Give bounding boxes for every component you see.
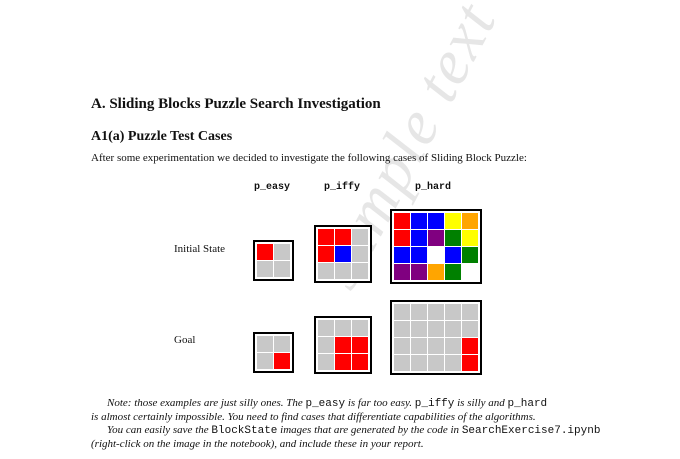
subsection-heading: A1(a) Puzzle Test Cases xyxy=(91,129,233,144)
puzzle-cell xyxy=(318,229,334,245)
puzzle-cell xyxy=(411,213,427,229)
puzzle-cell xyxy=(411,264,427,280)
puzzle-cell xyxy=(445,321,461,337)
note-line-3: You can easily save the BlockState image… xyxy=(107,424,601,437)
puzzle-cell xyxy=(318,354,334,370)
puzzle-cell xyxy=(394,304,410,320)
puzzle-cell xyxy=(428,355,444,371)
puzzle-cell xyxy=(428,264,444,280)
puzzle-cell xyxy=(411,304,427,320)
puzzle-hard-initial xyxy=(390,209,482,284)
puzzle-cell xyxy=(274,244,290,260)
puzzle-cell xyxy=(318,246,334,262)
puzzle-cell xyxy=(428,230,444,246)
puzzle-cell xyxy=(335,354,351,370)
puzzle-cell xyxy=(394,213,410,229)
puzzle-iffy-initial xyxy=(314,225,372,283)
puzzle-cell xyxy=(411,338,427,354)
intro-text: After some experimentation we decided to… xyxy=(91,152,527,164)
puzzle-cell xyxy=(394,247,410,263)
puzzle-cell xyxy=(411,321,427,337)
puzzle-cell xyxy=(352,229,368,245)
column-label-hard: p_hard xyxy=(414,182,451,193)
code-blockstate: BlockState xyxy=(211,425,278,437)
puzzle-easy-initial xyxy=(253,240,294,281)
puzzle-cell xyxy=(335,246,351,262)
puzzle-cell xyxy=(462,338,478,354)
puzzle-cell xyxy=(445,264,461,280)
puzzle-cell xyxy=(257,244,273,260)
puzzle-cell xyxy=(445,304,461,320)
puzzle-cell xyxy=(335,337,351,353)
puzzle-cell xyxy=(352,246,368,262)
puzzle-cell xyxy=(445,355,461,371)
puzzle-cell xyxy=(394,321,410,337)
puzzle-cell xyxy=(274,336,290,352)
puzzle-cell xyxy=(445,338,461,354)
puzzle-cell xyxy=(445,247,461,263)
column-label-easy: p_easy xyxy=(253,182,290,193)
puzzle-cell xyxy=(394,264,410,280)
puzzle-cell xyxy=(462,355,478,371)
puzzle-cell xyxy=(411,230,427,246)
puzzle-cell xyxy=(274,353,290,369)
puzzle-cell xyxy=(462,321,478,337)
code-p-iffy: p_iffy xyxy=(414,398,455,410)
puzzle-cell xyxy=(462,213,478,229)
puzzle-cell xyxy=(394,230,410,246)
puzzle-cell xyxy=(352,320,368,336)
puzzle-cell xyxy=(318,263,334,279)
code-p-hard: p_hard xyxy=(507,398,548,410)
puzzle-cell xyxy=(257,353,273,369)
puzzle-cell xyxy=(352,263,368,279)
note-line-2: is almost certainly impossible. You need… xyxy=(91,411,536,423)
puzzle-cell xyxy=(411,247,427,263)
puzzle-cell xyxy=(445,213,461,229)
puzzle-cell xyxy=(411,355,427,371)
puzzle-cell xyxy=(274,261,290,277)
puzzle-cell xyxy=(428,321,444,337)
puzzle-cell xyxy=(462,247,478,263)
section-heading: A. Sliding Blocks Puzzle Search Investig… xyxy=(91,96,381,112)
note-line-1: Note: those examples are just silly ones… xyxy=(107,397,548,410)
puzzle-cell xyxy=(257,261,273,277)
puzzle-cell xyxy=(318,320,334,336)
puzzle-cell xyxy=(318,337,334,353)
column-label-iffy: p_iffy xyxy=(323,182,360,193)
puzzle-cell xyxy=(257,336,273,352)
note-line-4: (right-click on the image in the noteboo… xyxy=(91,438,424,450)
puzzle-iffy-goal xyxy=(314,316,372,374)
puzzle-cell xyxy=(428,338,444,354)
row-label-initial: Initial State xyxy=(174,243,226,255)
puzzle-hard-goal xyxy=(390,300,482,375)
puzzle-cell xyxy=(352,337,368,353)
puzzle-cell xyxy=(462,230,478,246)
puzzle-cell xyxy=(352,354,368,370)
puzzle-cell xyxy=(428,247,444,263)
puzzle-cell xyxy=(445,230,461,246)
puzzle-cell xyxy=(428,213,444,229)
puzzle-cell xyxy=(462,264,478,280)
code-p-easy: p_easy xyxy=(305,398,346,410)
puzzle-cell xyxy=(394,355,410,371)
note-paragraph: Note: those examples are just silly ones… xyxy=(91,397,611,451)
puzzle-cell xyxy=(335,263,351,279)
puzzle-easy-goal xyxy=(253,332,294,373)
row-label-goal: Goal xyxy=(174,334,196,346)
puzzle-cell xyxy=(462,304,478,320)
puzzle-cell xyxy=(335,229,351,245)
puzzle-cell xyxy=(335,320,351,336)
puzzle-cell xyxy=(428,304,444,320)
puzzle-cell xyxy=(394,338,410,354)
code-notebook-file: SearchExercise7.ipynb xyxy=(461,425,601,437)
